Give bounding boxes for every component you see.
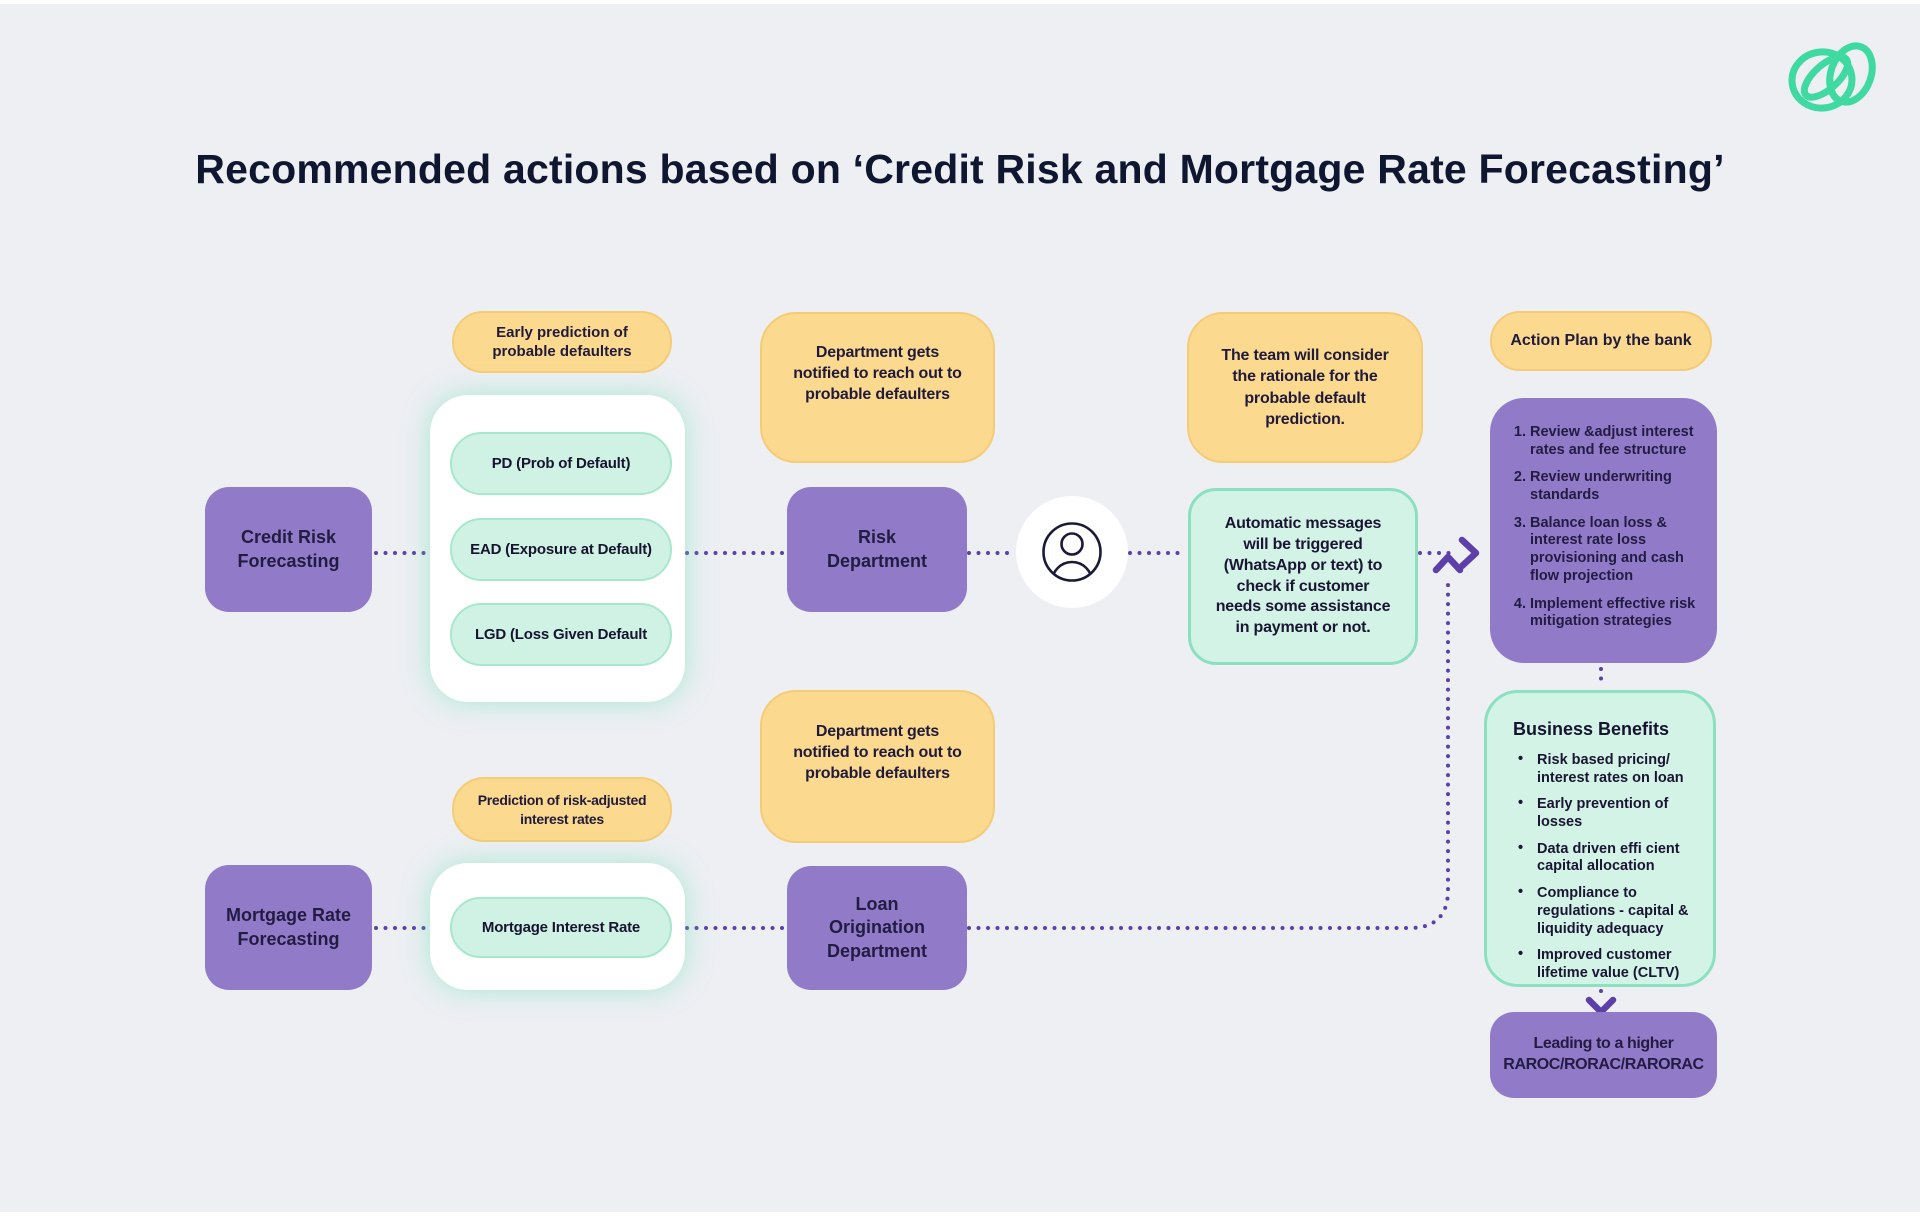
node-dept-notified-top: Department gets notified to reach out to… [760, 312, 995, 463]
business-benefit-item: Improved customer lifetime value (CLTV) [1513, 946, 1699, 982]
business-benefits-title: Business Benefits [1513, 719, 1670, 739]
node-label: Department gets notified to reach out to… [793, 343, 962, 404]
node-action-plan-list: Review &adjust interest rates and fee st… [1490, 398, 1717, 663]
action-plan-item: Balance loan loss & interest rate loss p… [1530, 515, 1705, 586]
node-label: Department gets notified to reach out to… [793, 722, 962, 783]
node-business-benefits: Business Benefits Risk based pricing/ in… [1484, 690, 1716, 987]
node-auto-messages: Automatic messages will be triggered (Wh… [1188, 488, 1418, 665]
pill-pd: PD (Prob of Default) [450, 432, 672, 495]
business-benefit-item: Early prevention of losses [1513, 795, 1699, 831]
node-label: Credit Risk Forecasting [237, 527, 340, 571]
node-label: Leading to a higher RAROC/RORAC/RARORAC [1503, 1035, 1704, 1073]
node-label: Action Plan by the bank [1510, 331, 1692, 349]
action-plan-item: Review underwriting standards [1530, 469, 1705, 504]
pill-label: EAD (Exposure at Default) [470, 541, 652, 558]
pill-label: Mortgage Interest Rate [481, 919, 641, 936]
node-label: Risk Department [826, 527, 928, 571]
action-plan-item: Review &adjust interest rates and fee st… [1530, 424, 1705, 459]
business-benefit-item: Data driven effi cient capital allocatio… [1513, 840, 1699, 876]
node-label: Mortgage Rate Forecasting [225, 905, 351, 949]
page-title: Recommended actions based on ‘Credit Ris… [195, 146, 1725, 192]
pill-label: PD (Prob of Default) [491, 455, 631, 472]
node-credit-risk-forecasting: Credit Risk Forecasting [205, 487, 372, 612]
node-mortgage-rate-forecasting: Mortgage Rate Forecasting [205, 865, 372, 990]
chevron-down-icon [1585, 996, 1617, 1016]
node-label: Early prediction of probable defaulters [492, 323, 632, 361]
business-benefits-items: Risk based pricing/ interest rates on lo… [1513, 751, 1699, 983]
node-raroc: Leading to a higher RAROC/RORAC/RARORAC [1490, 1012, 1717, 1098]
chevron-up-icon [1432, 553, 1464, 574]
node-label: The team will consider the rationale for… [1221, 347, 1389, 428]
node-team-consider: The team will consider the rationale for… [1187, 312, 1423, 463]
pill-label: LGD (Loss Given Default [474, 626, 648, 643]
node-label: Loan Origination Department [826, 893, 928, 961]
brand-logo-icon [1788, 42, 1876, 112]
node-prediction-rates: Prediction of risk-adjusted interest rat… [452, 777, 672, 842]
pill-lgd: LGD (Loss Given Default [450, 603, 672, 666]
node-action-plan: Action Plan by the bank [1490, 311, 1712, 371]
pill-ead: EAD (Exposure at Default) [450, 518, 672, 581]
action-plan-item: Implement effective risk mitigation stra… [1530, 596, 1705, 631]
person-avatar-icon [1016, 496, 1128, 608]
node-loan-origination: Loan Origination Department [787, 866, 967, 990]
top-edge-strip [0, 0, 1920, 4]
node-dept-notified-bottom: Department gets notified to reach out to… [760, 690, 995, 843]
node-risk-department: Risk Department [787, 487, 967, 612]
business-benefit-item: Compliance to regulations - capital & li… [1513, 884, 1699, 938]
node-early-prediction: Early prediction of probable defaulters [452, 311, 672, 373]
bottom-edge-strip [0, 1212, 1920, 1222]
node-label: Prediction of risk-adjusted interest rat… [477, 792, 647, 827]
action-plan-items: Review &adjust interest rates and fee st… [1510, 424, 1705, 631]
node-label: Automatic messages will be triggered (Wh… [1215, 515, 1391, 637]
business-benefit-item: Risk based pricing/ interest rates on lo… [1513, 751, 1699, 787]
pill-mortgage-interest-rate: Mortgage Interest Rate [450, 897, 672, 958]
chevron-right-icon [1458, 536, 1480, 570]
